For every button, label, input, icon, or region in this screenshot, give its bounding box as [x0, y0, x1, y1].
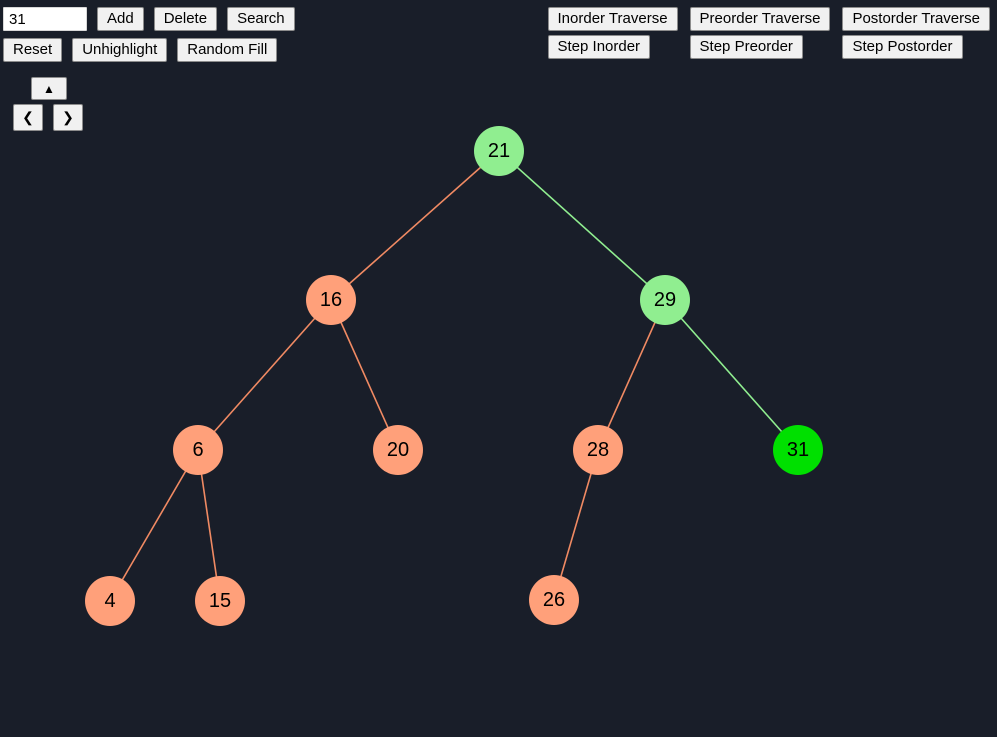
tree-node-21: 21: [474, 126, 524, 176]
tree-node-circle: [195, 576, 245, 626]
tree-edge-21-16: [330, 150, 500, 301]
tree-node-31: 31: [773, 425, 823, 475]
tree-edge-28-26: [553, 449, 599, 601]
tree-node-value: 16: [320, 289, 342, 311]
tree-edge-16-6: [197, 299, 332, 451]
tree-node-value: 31: [787, 439, 809, 461]
step-postorder-button[interactable]: Step Postorder: [842, 35, 963, 59]
tree-node-15: 15: [195, 576, 245, 626]
tree-edge-6-15: [197, 449, 221, 602]
up-arrow-icon: ▲: [43, 81, 55, 96]
toolbar-left-row1: Add Delete Search: [3, 7, 295, 31]
toolbar-right: Inorder Traverse Preorder Traverse Posto…: [547, 7, 990, 59]
unhighlight-button[interactable]: Unhighlight: [72, 38, 168, 62]
preorder-traverse-button[interactable]: Preorder Traverse: [689, 7, 831, 31]
tree-node-29: 29: [640, 275, 690, 325]
tree-edge-6-4: [109, 449, 199, 602]
random-fill-button[interactable]: Random Fill: [177, 38, 278, 62]
tree-node-circle: [573, 425, 623, 475]
nav-up-button[interactable]: ▲: [31, 77, 67, 100]
tree-node-value: 21: [488, 140, 510, 162]
tree-edge-29-28: [597, 299, 666, 451]
tree-node-circle: [640, 275, 690, 325]
tree-node-value: 29: [654, 289, 676, 311]
tree-node-4: 4: [85, 576, 135, 626]
chevron-left-icon: ❮: [22, 109, 34, 125]
tree-node-28: 28: [573, 425, 623, 475]
tree-node-16: 16: [306, 275, 356, 325]
reset-button[interactable]: Reset: [3, 38, 63, 62]
step-inorder-button[interactable]: Step Inorder: [547, 35, 651, 59]
tree-node-value: 15: [209, 590, 231, 612]
tree-node-circle: [773, 425, 823, 475]
nav-right-button[interactable]: ❯: [53, 104, 83, 131]
tree-node-circle: [529, 575, 579, 625]
value-input[interactable]: [3, 7, 87, 31]
search-button[interactable]: Search: [227, 7, 295, 31]
tree-node-circle: [373, 425, 423, 475]
tree-node-20: 20: [373, 425, 423, 475]
postorder-traverse-button[interactable]: Postorder Traverse: [842, 7, 990, 31]
tree-edge-16-20: [330, 299, 399, 451]
tree-node-circle: [474, 126, 524, 176]
tree-node-value: 6: [192, 439, 203, 461]
tree-node-circle: [173, 425, 223, 475]
tree-node-circle: [306, 275, 356, 325]
tree-node-value: 20: [387, 439, 409, 461]
tree-node-value: 26: [543, 589, 565, 611]
tree-node-26: 26: [529, 575, 579, 625]
tree-node-circle: [85, 576, 135, 626]
step-preorder-button[interactable]: Step Preorder: [689, 35, 803, 59]
tree-edge-29-31: [664, 299, 799, 451]
chevron-right-icon: ❯: [62, 109, 74, 125]
tree-node-value: 28: [587, 439, 609, 461]
tree-node-value: 4: [104, 590, 115, 612]
add-button[interactable]: Add: [97, 7, 144, 31]
nav-left-button[interactable]: ❮: [13, 104, 43, 131]
toolbar-left-row2: Reset Unhighlight Random Fill: [3, 38, 278, 62]
tree-node-6: 6: [173, 425, 223, 475]
tree-edge-21-29: [498, 150, 666, 301]
inorder-traverse-button[interactable]: Inorder Traverse: [547, 7, 678, 31]
delete-button[interactable]: Delete: [153, 7, 218, 31]
